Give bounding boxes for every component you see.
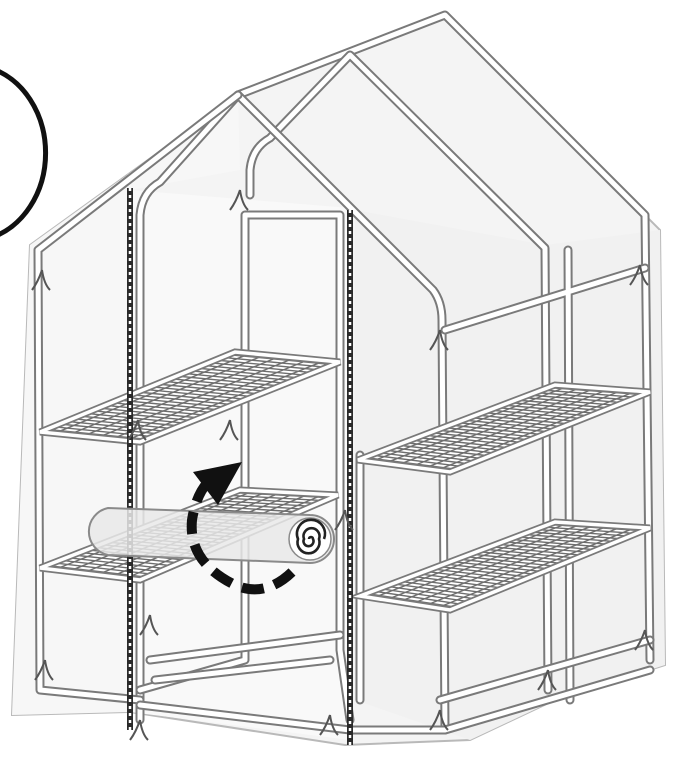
rolled-cover-icon (89, 508, 334, 563)
cover-right-side (355, 210, 665, 740)
detail-callout-circle (0, 68, 46, 238)
